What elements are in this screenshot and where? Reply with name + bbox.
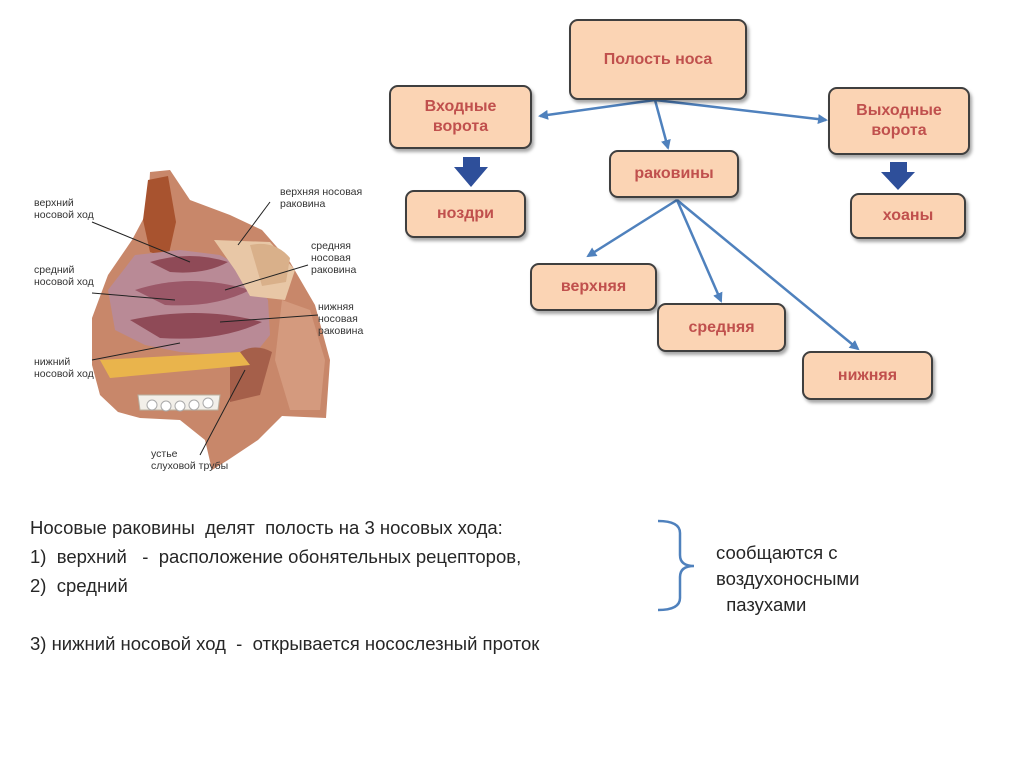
description-text: Носовые раковины делят полость на 3 носо…	[30, 513, 539, 658]
nasal-cavity-illustration	[91, 170, 330, 470]
note-line-2: воздухоносными	[716, 568, 860, 589]
note-line-1: сообщаются с	[716, 542, 838, 563]
text-line-2: 1) верхний - расположение обонятельных р…	[30, 546, 522, 567]
text-line-1: Носовые раковины делят полость на 3 носо…	[30, 517, 503, 538]
note-line-3: пазухами	[716, 594, 807, 615]
box-nasal-cavity: Полость носа	[569, 19, 747, 100]
arrow-root-to-outlet	[654, 98, 828, 125]
box-lower: нижняя	[802, 351, 933, 400]
side-note: сообщаются с воздухоносными пазухами	[716, 540, 859, 618]
box-upper: верхняя	[530, 263, 657, 311]
box-choanae: хоаны	[850, 193, 966, 239]
box-middle: средняя	[657, 303, 786, 352]
box-conchae: раковины	[609, 150, 739, 198]
bracket	[657, 519, 695, 612]
text-line-4: 3) нижний носовой ход - открывается носо…	[30, 633, 540, 654]
block-arrow-outlet	[881, 162, 915, 190]
arrow-conchae-to-lower	[676, 199, 860, 351]
arrow-root-to-inlet	[538, 98, 656, 120]
block-arrow-inlet	[454, 157, 488, 187]
arrow-root-to-conchae	[653, 99, 671, 150]
text-line-3: 2) средний	[30, 575, 128, 596]
arrow-conchae-to-upper	[586, 198, 678, 258]
box-nostrils: ноздри	[405, 190, 526, 238]
arrow-conchae-to-middle	[675, 199, 723, 303]
